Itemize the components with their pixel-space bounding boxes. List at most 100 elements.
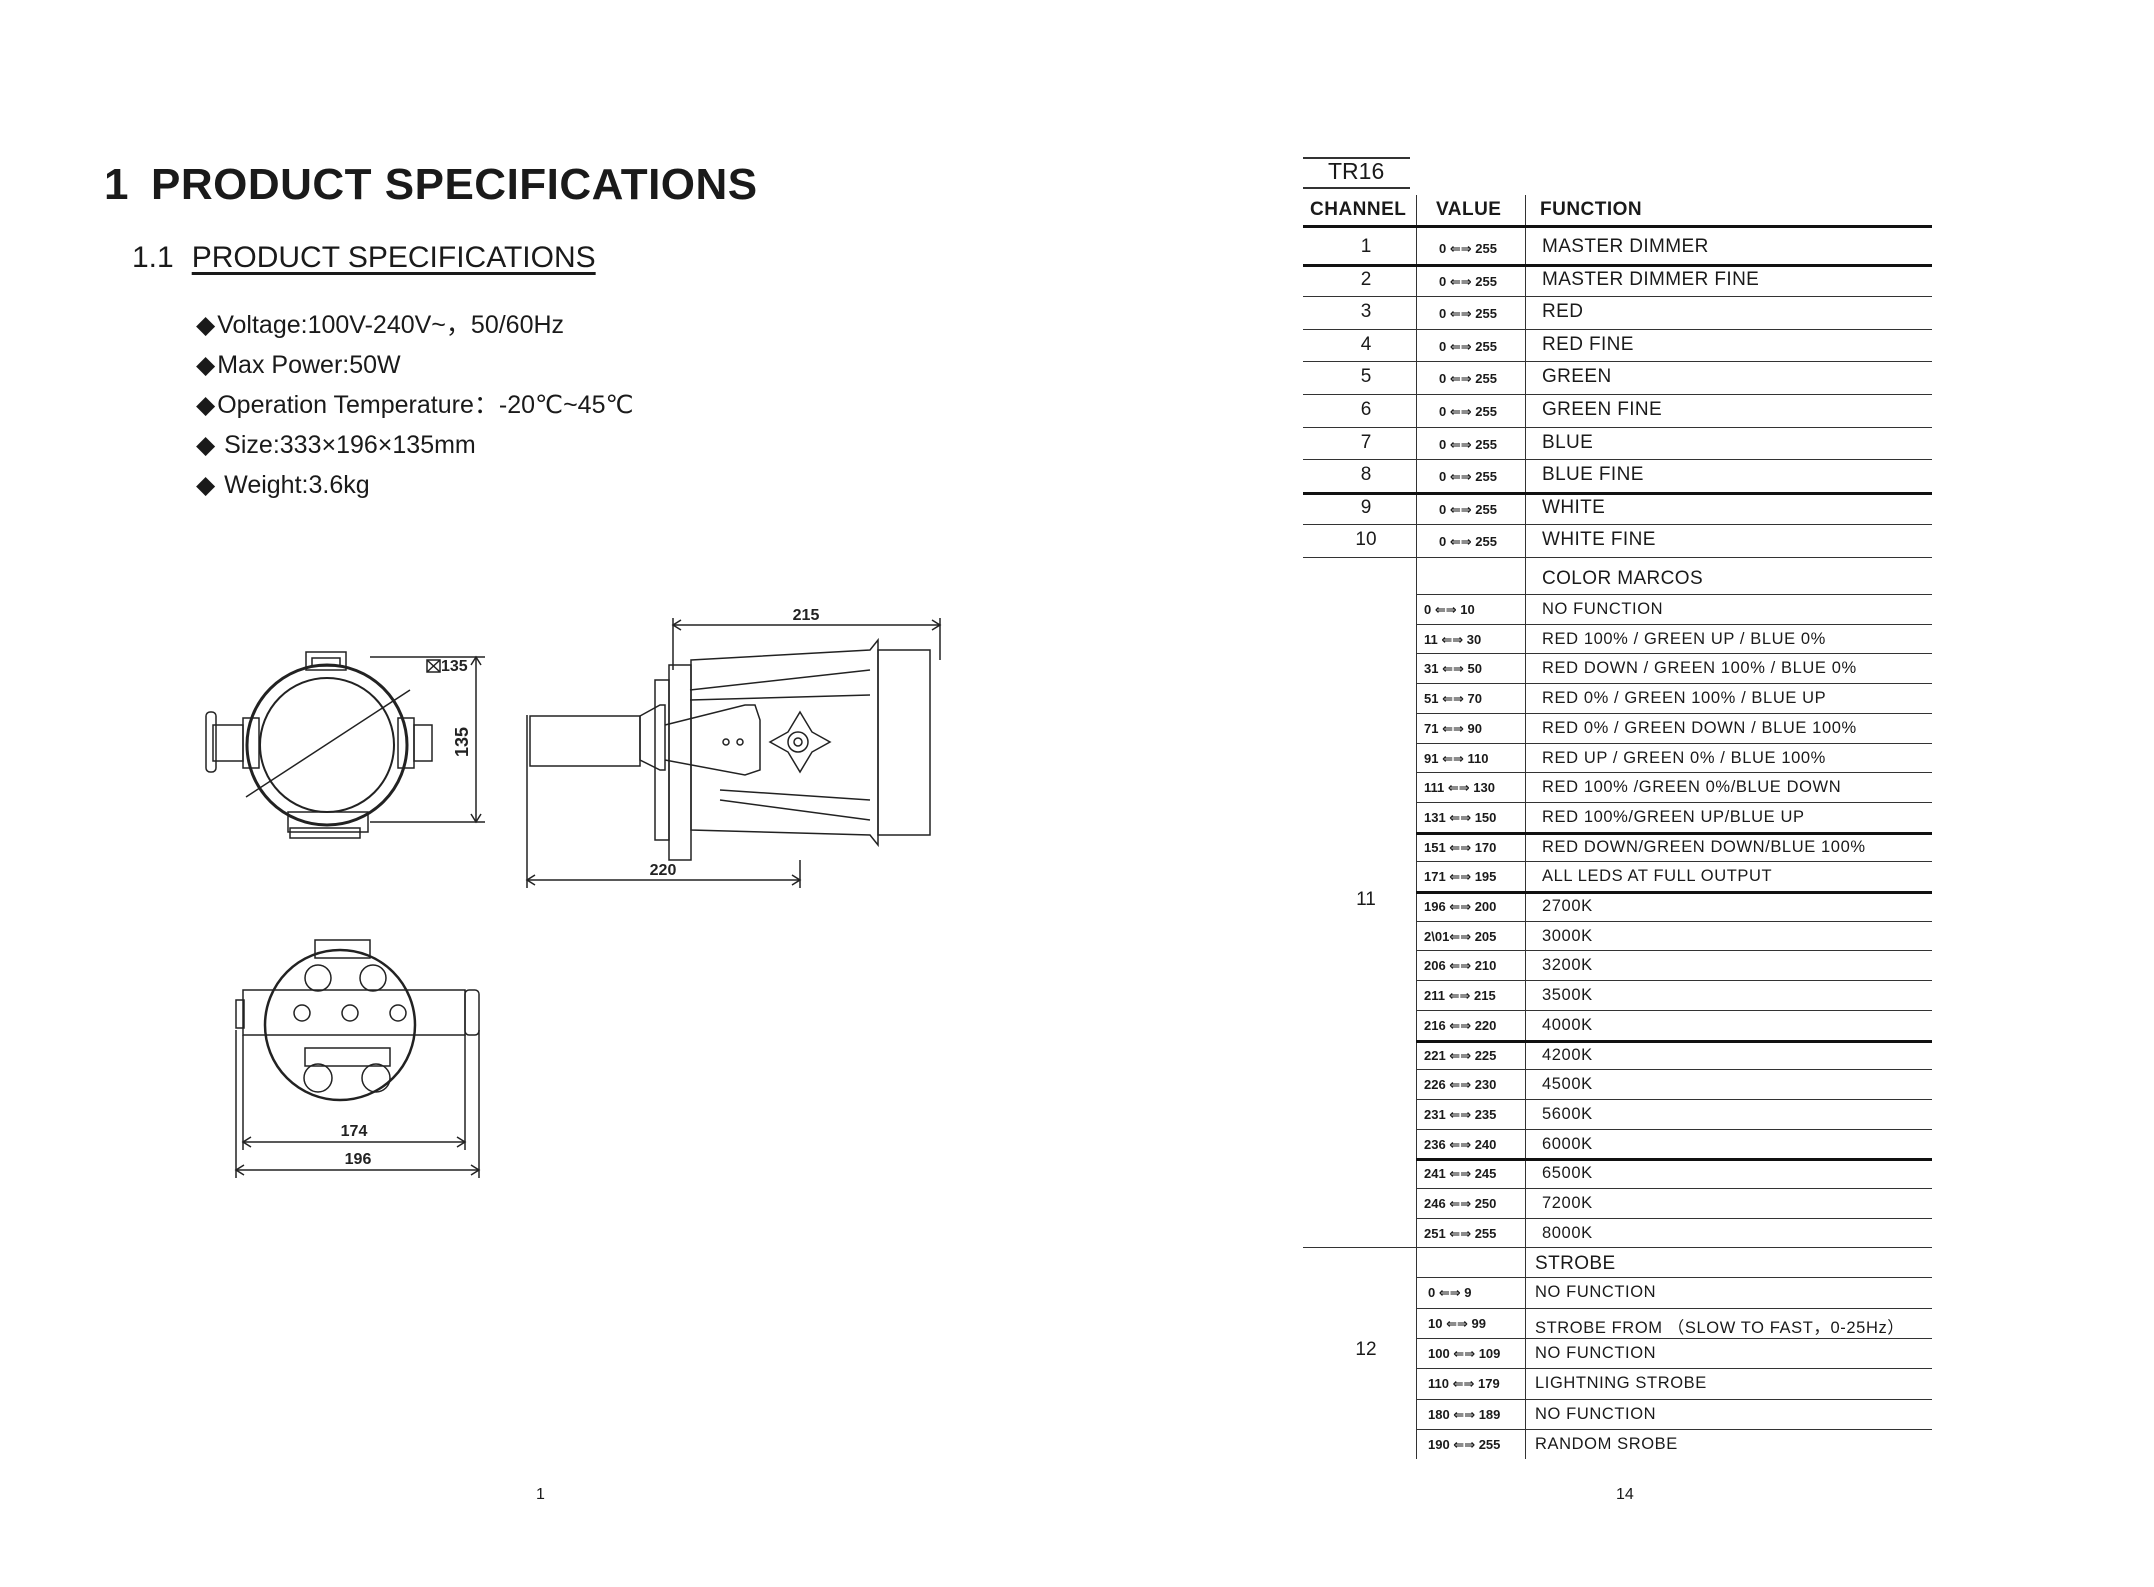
spec-item-weight: ◆ Weight:3.6kg: [196, 471, 370, 499]
row-rule: [1303, 524, 1932, 526]
row-rule: [1303, 491, 1932, 495]
value-cell: 0 ⇐⇒ 255: [1439, 306, 1497, 322]
mode-bottom-rule: [1303, 187, 1410, 189]
dim-label-back-outer: 196: [345, 1151, 372, 1168]
diamond-bullet-icon: ◆: [196, 471, 216, 499]
page-number-right: 14: [1616, 1486, 1634, 1503]
channel-cell: 3: [1360, 301, 1372, 323]
function-cell: RED 0% / GREEN 100% / BLUE UP: [1542, 689, 1827, 708]
function-cell: GREEN FINE: [1542, 399, 1663, 420]
value-cell: 0 ⇐⇒ 255: [1439, 534, 1497, 550]
section-title: PRODUCT SPECIFICATIONS: [191, 241, 596, 274]
spec-item-power: ◆Max Power:50W: [196, 351, 401, 379]
value-cell: 0 ⇐⇒ 255: [1439, 371, 1497, 387]
row-rule: [1303, 426, 1932, 428]
function-cell: 3500K: [1542, 986, 1593, 1005]
row-rule: [1416, 623, 1932, 625]
technical-drawings: 135 135 215 220 174 196: [205, 607, 942, 1178]
row-rule: [1303, 459, 1932, 461]
diamond-bullet-icon: ◆: [196, 431, 216, 459]
row-rule: [1416, 1158, 1932, 1162]
function-cell: LIGHTNING STROBE: [1535, 1374, 1707, 1393]
value-cell: 211 ⇐⇒ 215: [1424, 988, 1496, 1004]
row-rule: [1416, 980, 1932, 982]
value-cell: 31 ⇐⇒ 50: [1424, 661, 1482, 677]
value-cell: 110 ⇐⇒ 179: [1428, 1376, 1500, 1392]
row-rule: [1416, 920, 1932, 922]
value-cell: 171 ⇐⇒ 195: [1424, 869, 1497, 885]
function-cell: WHITE FINE: [1542, 529, 1656, 551]
channel-cell: 9: [1360, 496, 1372, 518]
function-cell: NO FUNCTION: [1535, 1283, 1657, 1302]
mode-label: TR16: [1328, 158, 1385, 184]
row-rule: [1416, 1277, 1932, 1279]
row-rule: [1416, 861, 1932, 863]
function-cell: WHITE: [1542, 496, 1606, 518]
row-rule: [1416, 1217, 1932, 1219]
function-cell: RED: [1542, 301, 1584, 323]
row-rule: [1416, 1428, 1932, 1430]
dim-label-front-height: 135: [452, 727, 472, 757]
function-cell: RED FINE: [1542, 333, 1634, 355]
dim-label-front-diameter: 135: [441, 658, 468, 675]
row-rule: [1416, 712, 1932, 714]
row-rule: [1416, 1307, 1932, 1309]
function-cell: RED DOWN/GREEN DOWN/BLUE 100%: [1542, 837, 1866, 856]
value-cell: 100 ⇐⇒ 109: [1428, 1346, 1501, 1361]
spec-list: ◆Voltage:100V-240V~，50/60Hz ◆Max Power:5…: [196, 307, 634, 507]
diamond-bullet-icon: ◆: [196, 391, 216, 419]
value-cell: 241 ⇐⇒ 245: [1424, 1166, 1497, 1182]
channel-cell: 12: [1355, 1339, 1377, 1361]
front-view-drawing: [205, 651, 485, 839]
function-cell: BLUE FINE: [1542, 464, 1644, 486]
row-rule: [1416, 1009, 1932, 1011]
function-cell: RED UP / GREEN 0% / BLUE 100%: [1542, 748, 1826, 767]
function-cell: NO FUNCTION: [1535, 1344, 1657, 1362]
function-cell: 5600K: [1542, 1104, 1593, 1123]
value-cell: 10 ⇐⇒ 99: [1428, 1315, 1486, 1331]
page-number-left: 1: [536, 1486, 545, 1503]
header-value: VALUE: [1436, 199, 1502, 220]
row-rule: [1416, 831, 1932, 835]
row-rule: [1416, 950, 1932, 952]
header-rule: [1303, 225, 1932, 228]
value-cell: 251 ⇐⇒ 255: [1424, 1225, 1497, 1241]
value-cell: 0 ⇐⇒ 255: [1439, 404, 1497, 419]
function-cell: 7200K: [1542, 1194, 1593, 1212]
row-rule: [1303, 1247, 1932, 1249]
function-cell: 8000K: [1542, 1223, 1593, 1242]
value-cell: 190 ⇐⇒ 255: [1428, 1436, 1501, 1452]
value-cell: 180 ⇐⇒ 189: [1428, 1406, 1501, 1422]
function-cell: MASTER DIMMER FINE: [1542, 268, 1760, 290]
mode-top-rule: [1303, 157, 1410, 159]
channel-cell: 6: [1360, 399, 1372, 420]
value-cell: 111 ⇐⇒ 130: [1424, 780, 1495, 796]
value-cell: 196 ⇐⇒ 200: [1424, 899, 1497, 914]
value-cell: 0 ⇐⇒ 10: [1424, 602, 1475, 617]
value-cell: 2\01⇐⇒ 205: [1424, 928, 1497, 944]
function-cell: 4500K: [1542, 1075, 1593, 1094]
function-cell: GREEN: [1542, 366, 1612, 388]
function-cell: 6500K: [1542, 1164, 1593, 1183]
row-rule: [1303, 557, 1932, 558]
channel-cell: 11: [1356, 888, 1376, 910]
column-divider-channel: [1416, 195, 1417, 1460]
function-cell: RED DOWN / GREEN 100% / BLUE 0%: [1542, 659, 1857, 678]
value-cell: 71 ⇐⇒ 90: [1424, 720, 1482, 736]
row-rule: [1303, 263, 1932, 267]
value-cell: 0 ⇐⇒ 255: [1439, 273, 1497, 289]
value-cell: 216 ⇐⇒ 220: [1424, 1017, 1497, 1033]
header-function: FUNCTION: [1540, 199, 1643, 220]
function-cell: 3000K: [1542, 926, 1593, 945]
function-cell: ALL LEDS AT FULL OUTPUT: [1542, 867, 1773, 886]
dim-label-back-inner: 174: [341, 1123, 368, 1140]
diamond-bullet-icon: ◆: [196, 351, 216, 379]
value-cell: 226 ⇐⇒ 230: [1424, 1077, 1497, 1093]
row-rule: [1416, 1398, 1932, 1400]
value-cell: 11 ⇐⇒ 30: [1424, 631, 1482, 647]
channel-cell: 1: [1360, 236, 1372, 257]
function-cell: RED 100%/GREEN UP/BLUE UP: [1542, 807, 1805, 826]
row-rule: [1303, 394, 1932, 395]
